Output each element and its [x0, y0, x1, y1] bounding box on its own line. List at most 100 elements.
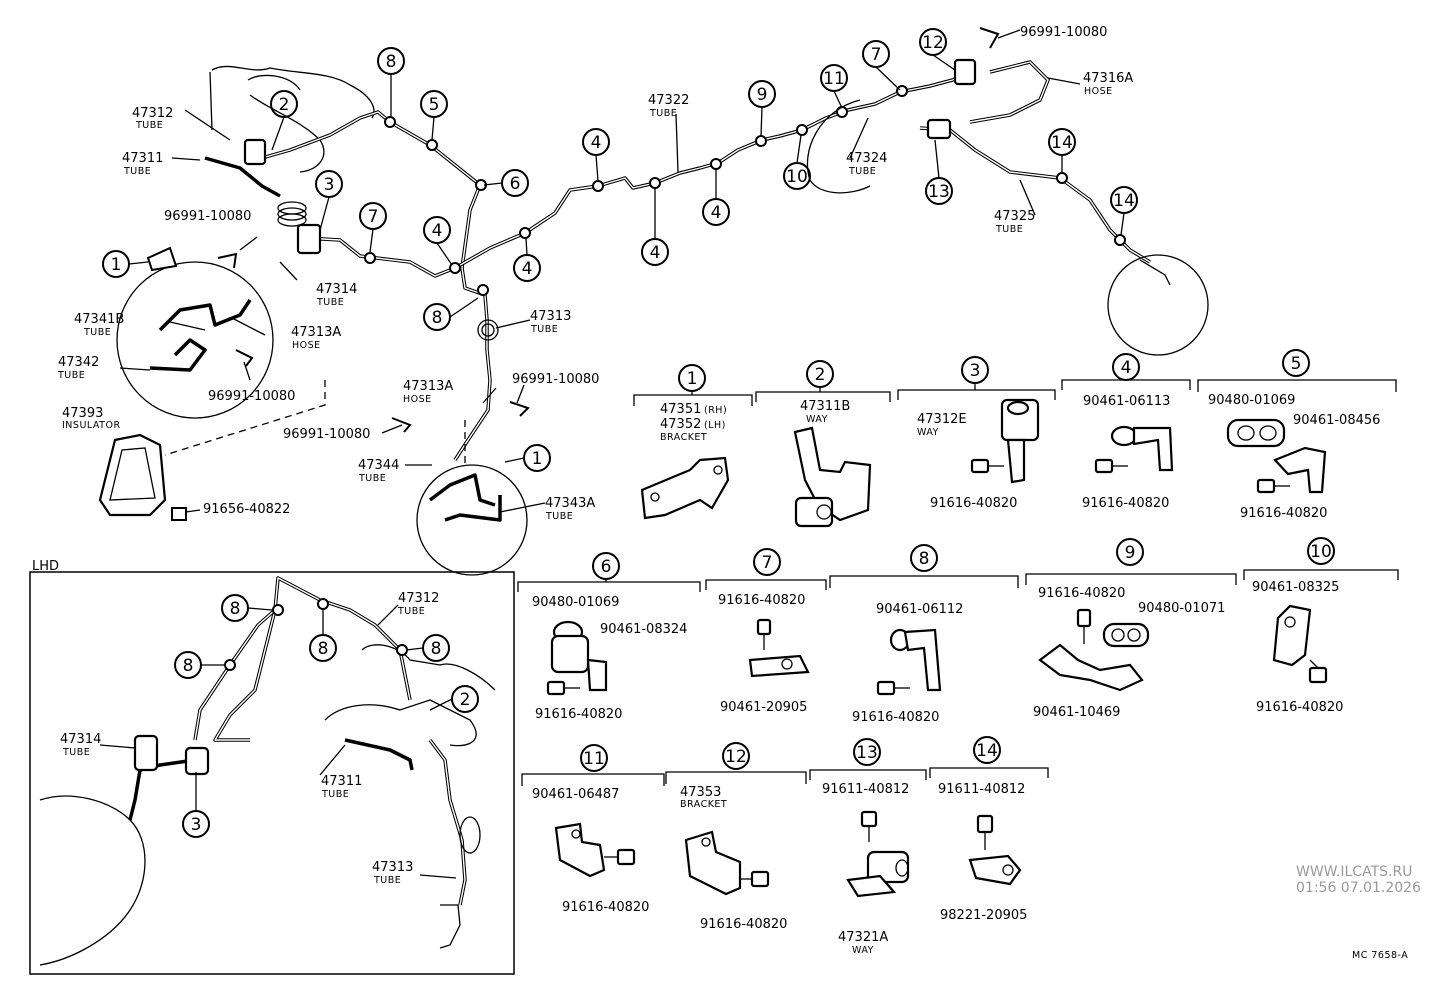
svg-text:4: 4: [432, 221, 443, 241]
detail-group-4: 4 90461-06113 91616-40820: [1061, 353, 1191, 511]
svg-text:90461-06112: 90461-06112: [876, 602, 963, 617]
label-47341b: 47341B: [74, 312, 124, 327]
lhd-label-47313: 47313: [372, 860, 413, 875]
svg-text:TUBE: TUBE: [373, 875, 401, 886]
svg-text:4: 4: [1121, 358, 1132, 378]
detail-group-11: 11 90461-06487 91616-40820: [521, 744, 665, 915]
lhd-label-47311: 47311: [321, 774, 362, 789]
detail-group-6: 6 90480-01069 90461-08324 91616-40820: [517, 552, 701, 722]
svg-text:47353: 47353: [680, 785, 721, 800]
svg-text:90461-06113: 90461-06113: [1083, 394, 1170, 409]
svg-text:91616-40820: 91616-40820: [1082, 496, 1169, 511]
svg-text:7: 7: [368, 207, 379, 227]
svg-text:TUBE: TUBE: [83, 327, 111, 338]
svg-text:7: 7: [871, 45, 882, 65]
callout-7: 7: [862, 40, 890, 68]
svg-text:TUBE: TUBE: [397, 606, 425, 617]
watermark-timestamp: 01:56 07.01.2026: [1296, 880, 1421, 896]
svg-text:1: 1: [111, 255, 122, 275]
callout-2: 2: [270, 90, 298, 118]
main-callouts: 1 2 3 8 5 6 7 4 4 8 4 4 4 9 11 10 7 12 1…: [102, 28, 1138, 472]
detail-group-12: 12 47353 BRACKET 91616-40820: [665, 742, 807, 932]
callout-10: 10: [783, 162, 811, 190]
svg-text:TUBE: TUBE: [62, 747, 90, 758]
svg-text:12: 12: [725, 747, 747, 767]
callout-8: 8: [377, 47, 405, 75]
lhd-label: LHD: [32, 559, 59, 574]
detail-group-1: 1 47351 (RH) 47352 (LH) BRACKET: [633, 364, 753, 520]
callout-14: 14: [1110, 186, 1138, 214]
main-tube-routing: [98, 27, 1209, 576]
svg-text:90461-10469: 90461-10469: [1033, 705, 1120, 720]
label-96991-b: 96991-10080: [208, 389, 295, 404]
svg-text:91616-40820: 91616-40820: [1256, 700, 1343, 715]
lhd-callout-8b: 8: [309, 634, 337, 662]
svg-text:11: 11: [823, 69, 845, 89]
label-47343a: 47343A: [545, 496, 595, 511]
svg-text:1: 1: [687, 369, 698, 389]
svg-text:14: 14: [976, 741, 998, 761]
svg-text:8: 8: [919, 549, 930, 569]
svg-text:1: 1: [532, 449, 543, 469]
lhd-inset: LHD 8 8 8 8 2 3 47312 TUBE 47314 TUBE 47…: [29, 559, 515, 975]
detail-group-8: 8 90461-06112 91616-40820: [829, 544, 1019, 725]
svg-text:5: 5: [429, 95, 440, 115]
label-47313a-2: 47313A: [403, 379, 453, 394]
svg-text:4: 4: [522, 259, 533, 279]
label-47342: 47342: [58, 355, 99, 370]
lhd-callout-8c: 8: [422, 634, 450, 662]
svg-text:(RH): (RH): [704, 405, 727, 416]
detail-group-2: 2 47311B WAY: [755, 360, 891, 528]
svg-text:BRACKET: BRACKET: [660, 432, 707, 443]
svg-text:47312E: 47312E: [917, 412, 967, 427]
lhd-callout-2: 2: [451, 685, 479, 713]
svg-text:11: 11: [583, 749, 605, 769]
svg-text:91616-40820: 91616-40820: [1240, 506, 1327, 521]
svg-text:TUBE: TUBE: [135, 120, 163, 131]
label-47311: 47311: [122, 151, 163, 166]
label-47313: 47313: [530, 309, 571, 324]
callout-14: 14: [1048, 128, 1076, 156]
callout-1: 1: [523, 444, 551, 472]
detail-group-14: 14 91611-40812 98221-20905: [929, 736, 1049, 923]
svg-text:6: 6: [510, 174, 521, 194]
svg-text:91611-40812: 91611-40812: [822, 782, 909, 797]
label-91656: 91656-40822: [203, 502, 290, 517]
label-47325: 47325: [994, 209, 1035, 224]
label-47322: 47322: [648, 93, 689, 108]
callout-9: 9: [748, 80, 776, 108]
detail-group-13: 13 91611-40812 47321A WAY: [809, 738, 927, 956]
svg-text:WAY: WAY: [917, 427, 939, 438]
label-47313a: 47313A: [291, 325, 341, 340]
svg-text:47321A: 47321A: [838, 930, 888, 945]
callout-4: 4: [513, 254, 541, 282]
svg-text:47351: 47351: [660, 402, 701, 417]
lhd-label-47314: 47314: [60, 732, 101, 747]
svg-text:91616-40820: 91616-40820: [562, 900, 649, 915]
svg-text:12: 12: [922, 33, 944, 53]
svg-text:90461-08456: 90461-08456: [1293, 413, 1380, 428]
svg-text:90480-01069: 90480-01069: [1208, 393, 1295, 408]
svg-text:TUBE: TUBE: [316, 297, 344, 308]
svg-text:TUBE: TUBE: [848, 166, 876, 177]
diagram-code: MC 7658-A: [1352, 950, 1408, 961]
watermark: WWW.ILCATS.RU 01:56 07.01.2026: [1296, 864, 1421, 896]
callout-1: 1: [102, 250, 130, 278]
detail-group-3: 3 47312E WAY 91616-40820: [897, 356, 1056, 511]
svg-text:7: 7: [762, 553, 773, 573]
callout-4: 4: [641, 238, 669, 266]
svg-text:14: 14: [1051, 133, 1073, 153]
lhd-callout-8a: 8: [221, 594, 249, 622]
svg-text:90461-06487: 90461-06487: [532, 787, 619, 802]
svg-text:HOSE: HOSE: [292, 340, 321, 351]
svg-text:90480-01071: 90480-01071: [1138, 601, 1225, 616]
svg-text:98221-20905: 98221-20905: [940, 908, 1027, 923]
label-47316a: 47316A: [1083, 71, 1133, 86]
svg-text:91616-40820: 91616-40820: [700, 917, 787, 932]
svg-text:WAY: WAY: [806, 414, 828, 425]
detail-group-5: 5 90480-01069 90461-08456 91616-40820: [1197, 349, 1397, 521]
label-96991-d: 96991-10080: [283, 427, 370, 442]
callout-4: 4: [423, 216, 451, 244]
svg-text:90461-20905: 90461-20905: [720, 700, 807, 715]
